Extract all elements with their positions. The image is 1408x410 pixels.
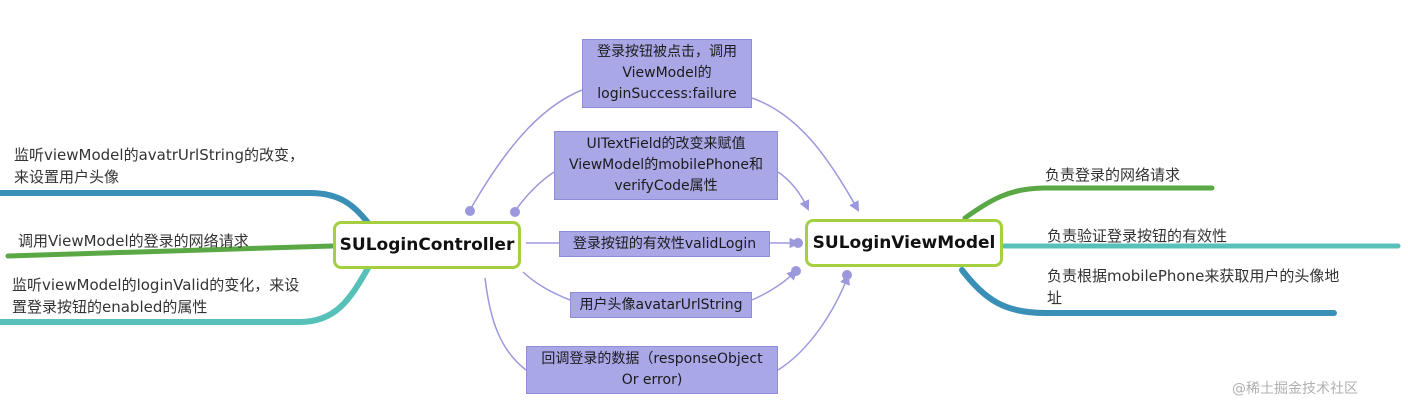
right-branch-label-3: 负责根据mobilePhone来获取用户的头像地址 xyxy=(1047,267,1340,307)
dot-right-valid xyxy=(793,238,803,248)
dot-left-2 xyxy=(510,207,520,217)
right-branch-line-1 xyxy=(962,185,1215,221)
watermark-text: @稀土掘金技术社区 xyxy=(1232,381,1358,397)
right-branch-label-2: 负责验证登录按钮的有效性 xyxy=(1047,227,1228,245)
right-branch-line-3 xyxy=(959,267,1337,316)
message-textfield: UITextField的改变来赋值 ViewModel的mobilePhone和… xyxy=(554,131,778,200)
right-branch-label-1: 负责登录的网络请求 xyxy=(1045,166,1181,184)
dot-right-avatar xyxy=(791,266,801,276)
left-branch-line-3 xyxy=(0,265,371,325)
arrow-textfield xyxy=(514,171,808,211)
arrow-login-click xyxy=(469,89,858,210)
left-branch-label-3: 监听viewModel的loginValid的变化，来设置登录按钮的enable… xyxy=(12,276,300,316)
message-avatar: 用户头像avatarUrlString xyxy=(570,292,752,318)
left-branch-line-1 xyxy=(0,190,375,231)
dot-left-1 xyxy=(465,206,475,216)
su-login-viewmodel-node: SULoginViewModel xyxy=(805,219,1003,267)
message-valid-login: 登录按钮的有效性validLogin xyxy=(559,231,770,257)
left-branch-label-2: 调用ViewModel的登录的网络请求 xyxy=(18,232,249,250)
message-callback: 回调登录的数据（responseObject Or error) xyxy=(526,346,778,394)
arrow-callback xyxy=(484,276,848,371)
dot-right-callback xyxy=(842,270,852,280)
left-branch-line-2 xyxy=(5,243,335,259)
message-login-click: 登录按钮被点击，调用 ViewModel的 loginSuccess:failu… xyxy=(582,39,752,108)
left-branch-label-1: 监听viewModel的avatrUrlString的改变，来设置用户头像 xyxy=(14,146,304,186)
su-login-controller-node: SULoginController xyxy=(333,221,521,269)
